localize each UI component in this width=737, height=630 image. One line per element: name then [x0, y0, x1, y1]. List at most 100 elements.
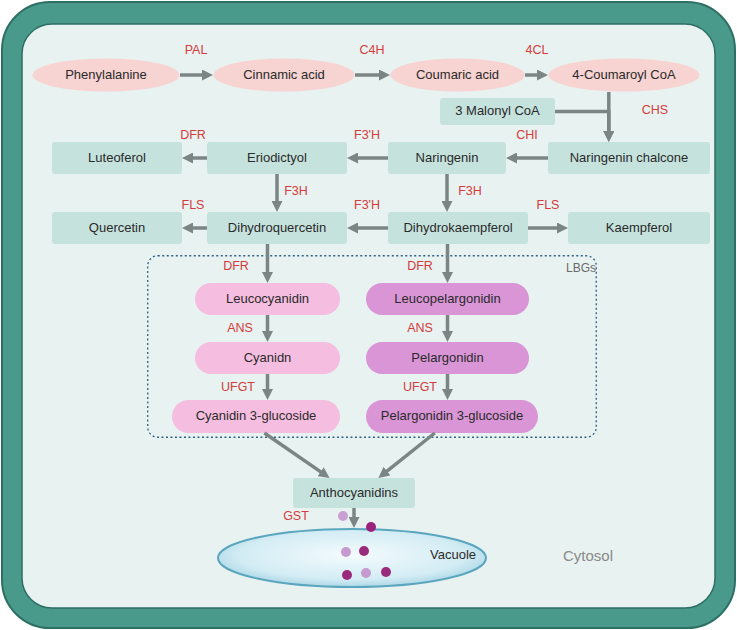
metabolite-box: Naringenin	[388, 142, 506, 174]
node-label: Cyanidn	[195, 342, 340, 374]
ellipse-shape	[33, 59, 180, 92]
box-shape	[388, 212, 528, 244]
pathway-arrow	[446, 244, 450, 278]
metabolite-box: Eriodictyol	[207, 142, 347, 174]
ellipse-shape	[214, 59, 355, 92]
node-label: Cinnamic acid	[213, 58, 355, 92]
anthocyanin-node: Cyanidn	[195, 342, 340, 374]
node-label: Leucopelargonidin	[366, 283, 529, 315]
pigment-dot	[342, 570, 352, 580]
stadium-shape	[195, 283, 340, 315]
node-heading: Vacuole	[430, 548, 476, 562]
pathway-arrow	[264, 433, 325, 475]
node-label: Cyanidin 3-glucoside	[172, 400, 340, 433]
ellipse-shape	[549, 59, 700, 92]
node-label: 4-Coumaroyl CoA	[548, 58, 700, 92]
pathway-arrow	[266, 374, 270, 395]
pigment-dot	[361, 568, 371, 578]
stadium-shape	[366, 342, 529, 374]
stadium-shape	[366, 283, 529, 315]
anthocyanin-node: Leucopelargonidin	[366, 283, 529, 315]
pathway-arrow	[528, 226, 563, 230]
metabolite-box: Luteoferol	[52, 142, 182, 174]
pathway-arrow	[352, 156, 388, 160]
node-label: 3 Malonyl CoA	[440, 98, 555, 125]
pathway-arrow	[555, 112, 609, 138]
pathway-arrow	[525, 73, 543, 77]
node-heading: LBGs	[566, 262, 596, 275]
pathway-arrow	[445, 174, 449, 207]
stadium-shape	[195, 342, 340, 374]
stadium-shape	[172, 400, 340, 433]
cytosol-area	[22, 24, 715, 608]
vacuole-ellipse: Vacuole	[217, 528, 487, 588]
pigment-dot	[341, 547, 351, 557]
dashed-outline	[148, 256, 597, 438]
box-shape	[568, 212, 710, 244]
pathway-arrow	[266, 315, 270, 337]
anthocyanin-node: Pelargonidin	[366, 342, 529, 374]
pathway-arrow	[355, 73, 385, 77]
metabolite-box: Dihydroquercetin	[207, 212, 347, 244]
metabolite-box: Kaempferol	[568, 212, 710, 244]
anthocyanin-node: Leucocyanidin	[195, 283, 340, 315]
pathway-arrow	[446, 374, 450, 395]
metabolite-box: 3 Malonyl CoA	[440, 98, 555, 125]
metabolite-box: Anthocyanidins	[293, 478, 415, 508]
box-shape	[440, 98, 555, 125]
node-label: Anthocyanidins	[293, 478, 415, 508]
box-shape	[207, 142, 347, 174]
metabolite-ellipse: Phenylalanine	[32, 58, 180, 92]
box-shape	[207, 212, 347, 244]
pathway-arrow	[352, 508, 356, 523]
metabolite-box: Dihydrokaempferol	[388, 212, 528, 244]
stadium-shape	[366, 400, 538, 433]
node-label: Leucocyanidin	[195, 283, 340, 315]
metabolite-box: Quercetin	[52, 212, 182, 244]
pathway-arrow	[382, 433, 434, 475]
metabolite-box: Naringenin chalcone	[548, 142, 710, 174]
vacuole-shape	[218, 529, 486, 587]
node-label: Coumaric acid	[390, 58, 525, 92]
anthocyanin-node: Cyanidin 3-glucoside	[172, 400, 340, 433]
node-label: Quercetin	[52, 212, 182, 244]
node-label: Naringenin	[388, 142, 506, 174]
pigment-dot	[359, 546, 369, 556]
box-shape	[52, 142, 182, 174]
pathway-arrow	[275, 174, 279, 207]
pigment-dot	[338, 511, 348, 521]
pathway-arrow	[352, 226, 388, 230]
pathway-arrow	[511, 156, 548, 160]
pathway-arrow	[607, 92, 611, 137]
pathway-arrow	[187, 156, 207, 160]
box-shape	[548, 142, 710, 174]
pathway-arrow	[180, 73, 208, 77]
node-label: Kaempferol	[568, 212, 710, 244]
pathway-arrow	[446, 315, 450, 337]
box-shape	[388, 142, 506, 174]
box-shape	[293, 478, 415, 508]
node-label: Luteoferol	[52, 142, 182, 174]
metabolite-ellipse: 4-Coumaroyl CoA	[548, 58, 700, 92]
box-shape	[52, 212, 182, 244]
pigment-dot	[366, 522, 376, 532]
metabolite-ellipse: Cinnamic acid	[213, 58, 355, 92]
node-label: Phenylalanine	[32, 58, 180, 92]
node-label: Dihydroquercetin	[207, 212, 347, 244]
node-label: Dihydrokaempferol	[388, 212, 528, 244]
node-heading: Cytosol	[563, 548, 613, 565]
metabolite-ellipse: Coumaric acid	[390, 58, 525, 92]
pigment-dot	[381, 567, 391, 577]
node-label: Naringenin chalcone	[548, 142, 710, 174]
pathway-arrow	[266, 244, 270, 278]
pathway-arrow	[187, 226, 207, 230]
node-label: Eriodictyol	[207, 142, 347, 174]
node-label: Pelargonidin 3-glucoside	[366, 400, 538, 433]
ellipse-shape	[391, 59, 525, 92]
anthocyanin-node: Pelargonidin 3-glucoside	[366, 400, 538, 433]
node-label: Pelargonidin	[366, 342, 529, 374]
